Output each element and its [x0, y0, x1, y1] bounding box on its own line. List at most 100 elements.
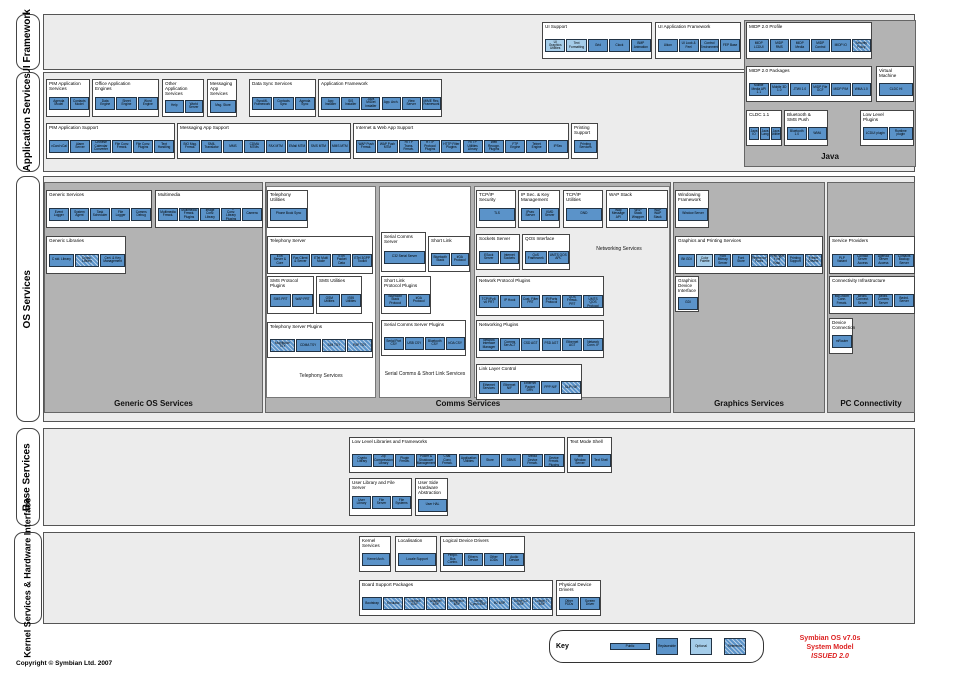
component-bit-gdi: Bit GDI	[678, 253, 696, 267]
component-ethernet-packet-drv: Ethernet Packet DRV	[520, 380, 540, 394]
component-dnd: DND	[566, 207, 602, 221]
component-wsp-stack-wrapper: WSP Stack Wrapper	[628, 207, 648, 221]
component-bedrd-server: Bedrd. Server	[894, 293, 914, 307]
component-lubbock-bsp: Lubbock BSP	[404, 596, 425, 610]
key-reference: Reference	[724, 638, 746, 655]
component-mime-rec-framework: MIME Rec. Framework	[421, 96, 441, 110]
component-msg-store: Msg. Store	[210, 99, 236, 113]
component-text-formatting: Text Formatting	[566, 39, 587, 53]
component-app-installer: App Installer	[321, 96, 341, 110]
comms-label: Comms Services	[435, 399, 501, 408]
component-wap-message-api: Wap Message API	[609, 207, 628, 221]
group-title: Generic Services	[49, 192, 84, 197]
component-plugin-frmwk: Plugin Frmwk.	[394, 453, 415, 467]
group-title: Serial Comms Server Plugins	[384, 322, 444, 327]
component-event-logger: Event Logger	[49, 207, 69, 221]
group-title: Messaging App Services	[210, 81, 233, 97]
component-kernel-arch: Kernel Arch.	[362, 552, 390, 566]
component-media-device-frmwk-plugins: Media Device Frmwk. Plugins	[543, 453, 564, 467]
component-grid: Grid	[587, 39, 609, 53]
component-http-filter-plugins: HTTP Filter Plugins	[441, 139, 462, 153]
group-title: Short Link Protocol Plugins	[384, 278, 418, 289]
group-title: QOS Interface	[525, 236, 555, 241]
component-omap-cyrus-bsp: Omap Cyrus BSP	[468, 596, 489, 610]
group-title: Connectivity Infrastructure	[832, 278, 886, 283]
component-mrouter: mRouter	[832, 334, 852, 348]
component-sms-prt: SMS PRT	[270, 293, 291, 307]
component-char-conv-frmwk: Char. Conv. Frmwk.	[437, 453, 458, 467]
component-ir-ports-protocol: IR/Ports Protocol	[541, 294, 562, 308]
group-title: User Library and File Server	[352, 480, 395, 491]
component-chinese-calendar-converter: Chinese Calendar Converter	[91, 139, 111, 153]
component-wma: WMA	[807, 126, 827, 140]
group-title: Windowing Framework	[678, 192, 701, 203]
group-title: Text Mode Shell	[570, 439, 603, 444]
component-internet-sockets: Internet Sockets	[499, 250, 519, 264]
component-file-conv-plugins: File Conv. Plugins	[133, 139, 153, 153]
component-tcp-ipv4-v6-prt: TCP/IPv4/ v6 PRT	[479, 294, 499, 308]
component-bluetooth-1-0: Bluetooth 1.0	[787, 126, 807, 140]
component-contact-server-access: Contact Server Access	[852, 253, 873, 267]
layer-label-ui: UI Framework	[16, 9, 40, 75]
component-store: Store	[479, 453, 501, 467]
component-bio-msg-frmwk: BIO Msg. Frmwk.	[180, 139, 201, 153]
component-ethern-device: Ethern. Device	[463, 552, 483, 566]
component-sim-tsy: SIM TSY	[321, 338, 347, 352]
group-title: Low Level Libraries and Frameworks	[352, 439, 428, 444]
component-jtwi-1-0: JTWI 1.0	[790, 82, 810, 96]
group-title: Networking Plugins	[479, 322, 519, 327]
component-ui-graphics-utilities: UI Graphics Utilities	[545, 39, 566, 53]
component-gdi: GDI	[678, 296, 698, 310]
component-alarm-server: Alarm Server	[70, 139, 90, 153]
component-camera: Camera	[242, 207, 262, 221]
component-qprss-umts-qos-protocol: QPRSS UMTS QOS Protocol	[583, 294, 603, 308]
component-java-utilities: Java Utilities	[771, 126, 781, 140]
group-title: Printing Support	[574, 125, 591, 136]
component-http-utilities-library: HTTP Utilities Library	[462, 139, 483, 153]
component-plp-variant: PLP Variant	[832, 253, 852, 267]
pc-connectivity-label: PC Connectivity	[840, 399, 902, 408]
component-power-shutdown-management: Power & Shutdown Management	[415, 453, 437, 467]
component-audio-device: Audio Device	[504, 552, 524, 566]
component-fax-mtm: FAX MTM	[265, 139, 286, 153]
group-title: Office Application Engines	[95, 81, 131, 92]
component-comms-debug: Comms Debug	[131, 207, 151, 221]
component-task-scheduler: Task Scheduler	[90, 207, 110, 221]
component-ethernet-nif: Ethernet NIF	[499, 380, 520, 394]
component-emulator: Emulator	[383, 596, 404, 610]
component-lcdui-plugin: LCDUI plugin	[863, 126, 888, 140]
component-fep-base: FEP Base	[720, 39, 740, 53]
component-help: Help	[165, 99, 184, 113]
component-sheet-engine: Sheet Engine	[116, 96, 137, 110]
component-etel-3gpp-toolkit: ETel 3GPP Toolkit	[352, 253, 372, 267]
group-title: User Side Hardware Abstraction	[418, 480, 441, 496]
component-ip-hook: IP Hook	[499, 294, 520, 308]
component-java-lang: Java Lang	[760, 126, 770, 140]
component-web-recogn-plugins: Web Recogn. Plugins	[483, 139, 505, 153]
group-title: Sockets Server	[479, 236, 511, 241]
component-mms-mtm: MMS MTM	[329, 139, 350, 153]
component-fax-client-server: Fax Client & Server	[290, 253, 311, 267]
layer-label-app-services: Application Services	[16, 72, 40, 172]
component-wap-push-frmwk: WAP Push Frmwk.	[356, 139, 377, 153]
group-title: WAP Stack	[609, 192, 632, 197]
group-title: Other Application Services	[165, 81, 188, 97]
component-cust-filter-prt: Cust. Filter PRT	[520, 294, 541, 308]
